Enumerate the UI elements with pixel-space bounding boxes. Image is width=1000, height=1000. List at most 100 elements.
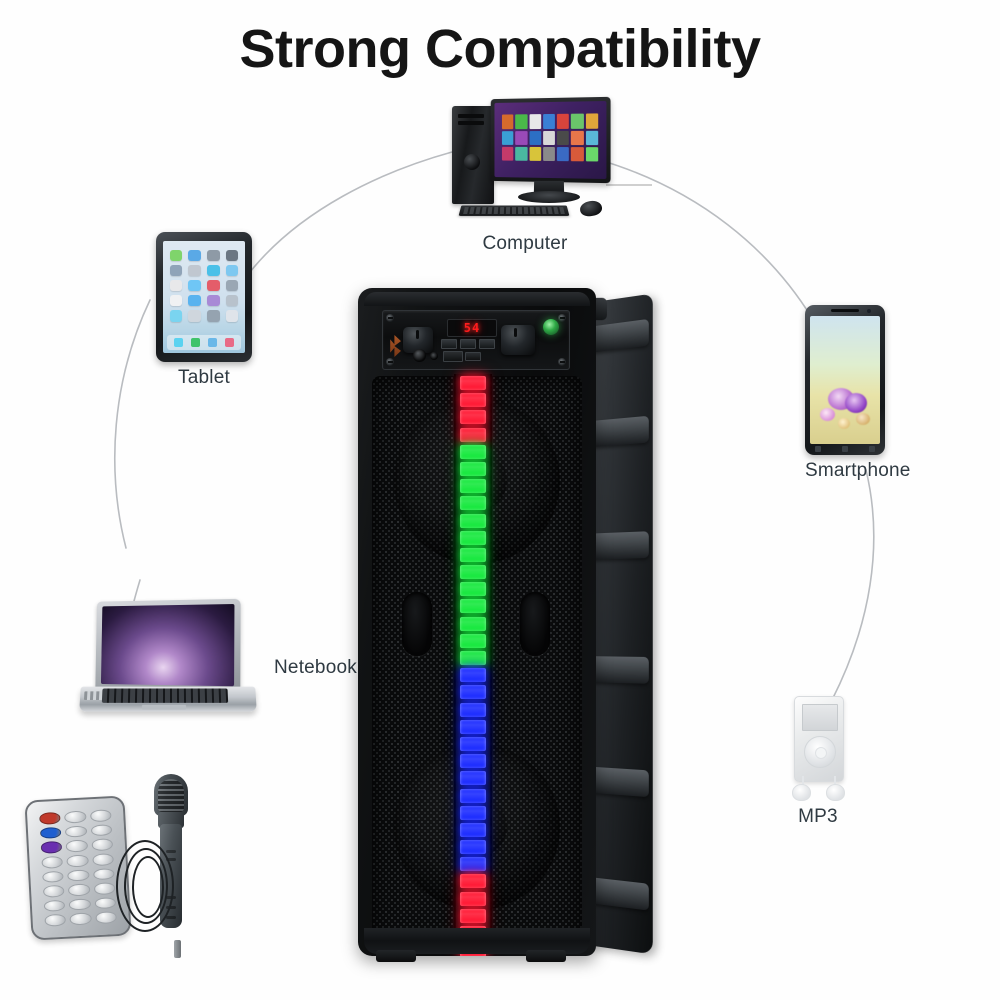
speaker-front-face: 54 <box>358 288 596 956</box>
bass-port-right <box>520 592 550 656</box>
led-segment <box>460 874 486 889</box>
remote-button-grid[interactable] <box>39 809 117 927</box>
product-speaker[interactable]: 54 <box>358 288 658 962</box>
rgb-led-equalizer-strip <box>454 374 492 956</box>
led-segment <box>460 410 486 425</box>
led-segment <box>460 616 486 631</box>
tablet-dock <box>167 335 241 350</box>
device-notebook[interactable]: Netebook <box>78 598 357 720</box>
led-segment <box>460 513 486 528</box>
bluetooth-logo-icon <box>390 335 401 357</box>
led-segment <box>460 668 486 683</box>
led-segment <box>460 822 486 837</box>
panel-screw <box>386 358 394 366</box>
mic-cable <box>124 848 168 924</box>
pc-tower-icon <box>452 106 494 204</box>
mic-jack[interactable] <box>413 349 426 362</box>
panel-buttons[interactable] <box>441 339 495 349</box>
device-mp3[interactable]: MP3 <box>782 696 854 828</box>
mic-plug <box>174 940 181 958</box>
pc-cable <box>606 184 652 186</box>
device-smartphone[interactable]: Smartphone <box>805 305 911 482</box>
mic-echo-knob[interactable] <box>501 325 535 355</box>
earbud-right-icon <box>826 784 845 801</box>
prev-button[interactable] <box>441 339 457 349</box>
led-segment <box>460 754 486 769</box>
led-segment <box>460 444 486 459</box>
led-segment <box>460 908 486 923</box>
keyboard-icon <box>458 205 570 216</box>
panel-screw <box>386 314 394 322</box>
device-label-tablet: Tablet <box>178 367 230 388</box>
device-tablet[interactable]: Tablet <box>156 232 252 389</box>
smartphone-icon <box>805 305 885 455</box>
led-segment <box>460 719 486 734</box>
desktop-computer-icon <box>430 96 652 228</box>
device-label-mp3: MP3 <box>798 806 838 827</box>
led-segment <box>460 376 486 390</box>
device-label-computer: Computer <box>482 233 568 254</box>
laptop-trackpad <box>141 704 187 710</box>
mp3-player-icon <box>782 696 854 801</box>
power-led <box>543 319 559 335</box>
phone-earpiece <box>831 309 859 312</box>
led-segment <box>460 685 486 700</box>
speaker-foot <box>526 950 566 962</box>
panel-screw <box>558 358 566 366</box>
led-segment <box>460 427 486 442</box>
laptop-keyboard <box>101 688 229 703</box>
mic-capsule <box>154 774 188 816</box>
led-segment <box>460 393 486 408</box>
pc-monitor-icon <box>490 96 611 184</box>
led-segment <box>460 547 486 562</box>
mic-cable <box>132 856 164 918</box>
windows-tiles <box>501 113 599 162</box>
speaker-foot <box>376 950 416 962</box>
led-segment <box>460 582 486 597</box>
led-segment <box>460 461 486 476</box>
led-display: 54 <box>447 319 497 337</box>
mic-cable <box>116 840 174 932</box>
control-panel[interactable]: 54 <box>382 310 570 370</box>
tablet-icon <box>156 232 252 362</box>
device-computer[interactable]: Computer <box>430 96 652 255</box>
aux-jack[interactable] <box>430 352 438 360</box>
led-segment <box>460 496 486 511</box>
accessory-microphone[interactable] <box>108 772 228 962</box>
mouse-icon <box>579 199 603 218</box>
phone-screen <box>810 316 880 444</box>
panel-screw <box>558 314 566 322</box>
led-segment <box>460 651 486 665</box>
speaker-top-bezel <box>364 292 590 306</box>
led-segment <box>460 891 486 906</box>
page-title: Strong Compatibility <box>239 19 761 79</box>
led-segment <box>460 805 486 820</box>
led-segment <box>460 771 486 786</box>
phone-nav-keys <box>805 444 885 453</box>
bass-port-left <box>402 592 432 656</box>
usb-slot[interactable] <box>443 351 463 362</box>
device-label-notebook: Netebook <box>274 657 357 678</box>
led-segment <box>460 565 486 580</box>
led-segment <box>460 633 486 648</box>
play-pause-button[interactable] <box>460 339 476 349</box>
led-segment <box>460 599 486 614</box>
volume-knob[interactable] <box>403 327 433 353</box>
sd-card-slot[interactable] <box>465 352 481 361</box>
monitor-base <box>518 191 580 203</box>
tablet-app-grid <box>169 249 239 322</box>
laptop-icon <box>78 598 258 720</box>
led-segment <box>460 840 486 855</box>
mp3-screen <box>802 704 838 731</box>
mp3-click-wheel <box>804 736 836 768</box>
earbud-left-icon <box>792 784 811 801</box>
led-segment <box>460 530 486 545</box>
led-segment <box>460 857 486 872</box>
led-segment <box>460 788 486 803</box>
next-button[interactable] <box>479 339 495 349</box>
led-segment <box>460 702 486 717</box>
led-segment <box>460 479 486 494</box>
device-label-smartphone: Smartphone <box>805 460 911 481</box>
microphone-icon <box>108 772 228 962</box>
